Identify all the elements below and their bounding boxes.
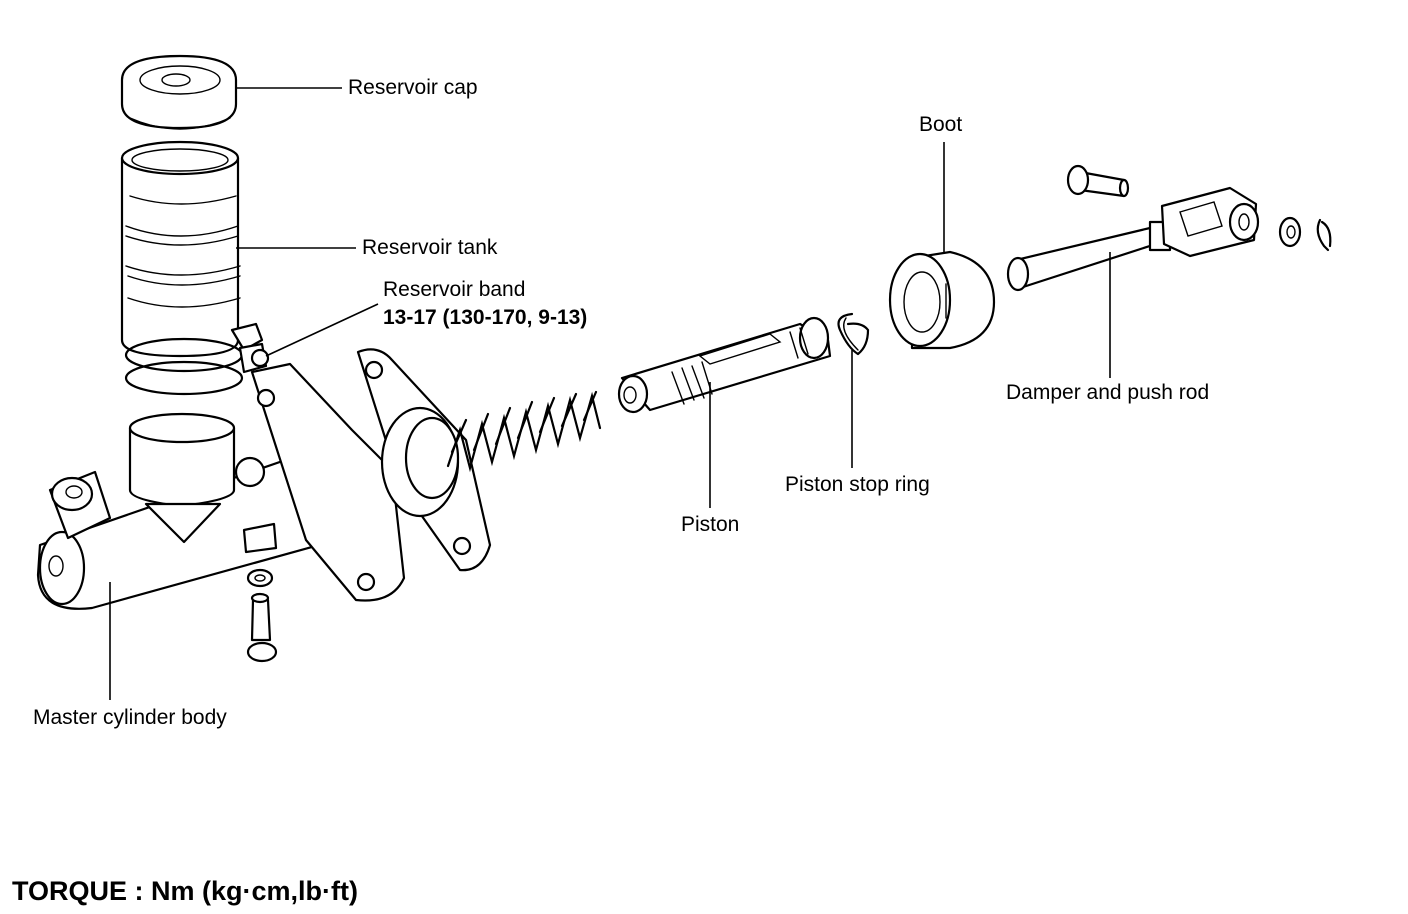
master-cylinder-body bbox=[36, 348, 492, 610]
label-reservoir-tank: Reservoir tank bbox=[362, 236, 498, 259]
reservoir-tank bbox=[120, 140, 264, 358]
label-reservoir-band: Reservoir band bbox=[383, 278, 526, 301]
washer-and-clip bbox=[1278, 216, 1332, 252]
label-piston: Piston bbox=[681, 513, 740, 536]
label-boot: Boot bbox=[919, 113, 963, 136]
label-piston-stop-ring: Piston stop ring bbox=[785, 473, 930, 496]
spring bbox=[446, 390, 602, 473]
boot bbox=[888, 250, 996, 350]
leader-reservoir-band bbox=[265, 303, 379, 357]
torque-legend: TORQUE : Nm (kg·cm,lb·ft) bbox=[12, 876, 358, 906]
label-master-cylinder-body: Master cylinder body bbox=[33, 706, 227, 729]
label-damper-push-rod: Damper and push rod bbox=[1006, 381, 1210, 404]
bleeder-bolt bbox=[246, 568, 278, 663]
piston-stop-ring bbox=[837, 312, 870, 356]
reservoir-cap bbox=[120, 54, 238, 130]
reservoir-band bbox=[124, 337, 270, 396]
clevis-pin bbox=[1066, 164, 1130, 198]
damper-push-rod bbox=[1006, 186, 1260, 292]
label-reservoir-band-torque: 13-17 (130-170, 9-13) bbox=[383, 306, 588, 329]
piston bbox=[617, 316, 832, 414]
label-reservoir-cap: Reservoir cap bbox=[348, 76, 478, 99]
